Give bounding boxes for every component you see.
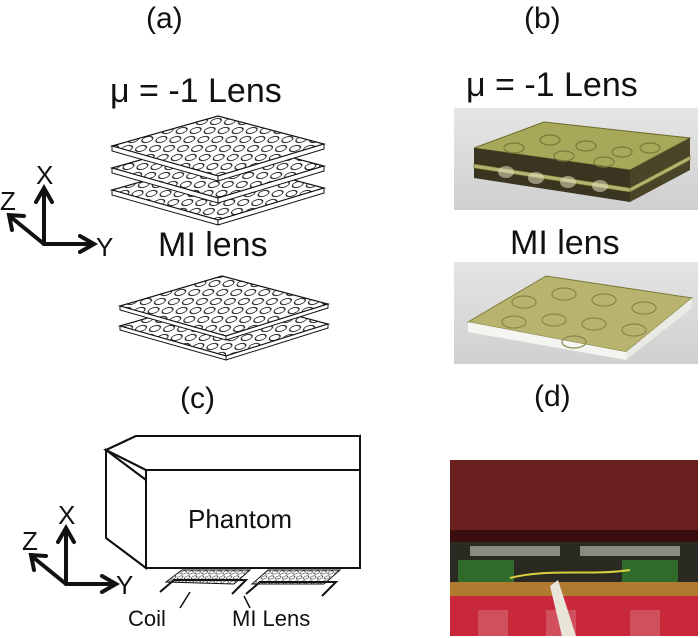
axis-a-z [10,216,46,246]
lens-pointer [243,595,251,609]
panel-b-label: (b) [524,2,561,35]
axis-a-y-label: Y [96,232,114,262]
phantom-box [103,434,361,570]
coil-pointer [179,591,191,609]
mi-lens-photo [454,262,698,364]
axes-a [6,183,99,254]
axis-a-z-label: Z [0,186,16,216]
setup-photo [450,460,698,636]
axis-c-z-label: Z [22,526,38,556]
panel-a-label: (a) [146,2,183,35]
panel-d-label: (d) [534,380,571,413]
phantom-label: Phantom [188,504,293,534]
panel-c-label: (c) [180,382,215,415]
axes-c [28,523,121,594]
panel-a-lens1-title: μ = -1 Lens [110,72,282,110]
coil-label: Coil [128,606,166,631]
mu-lens-drawing [109,115,327,226]
mi-lens-label: MI Lens [232,606,311,631]
panel-b-lens2-title: MI lens [510,224,620,262]
panel-b-lens1-title: μ = -1 Lens [466,66,638,104]
coil-lens-drawing [159,569,342,609]
axis-c-x-label: X [58,500,76,530]
mu-lens-photo [454,108,698,210]
mi-lens-drawing [117,275,331,361]
axis-a-x-label: X [36,160,54,190]
axis-c-z [32,556,68,586]
axis-c-y-label: Y [116,570,134,600]
panel-a-lens2-title: MI lens [158,226,268,264]
